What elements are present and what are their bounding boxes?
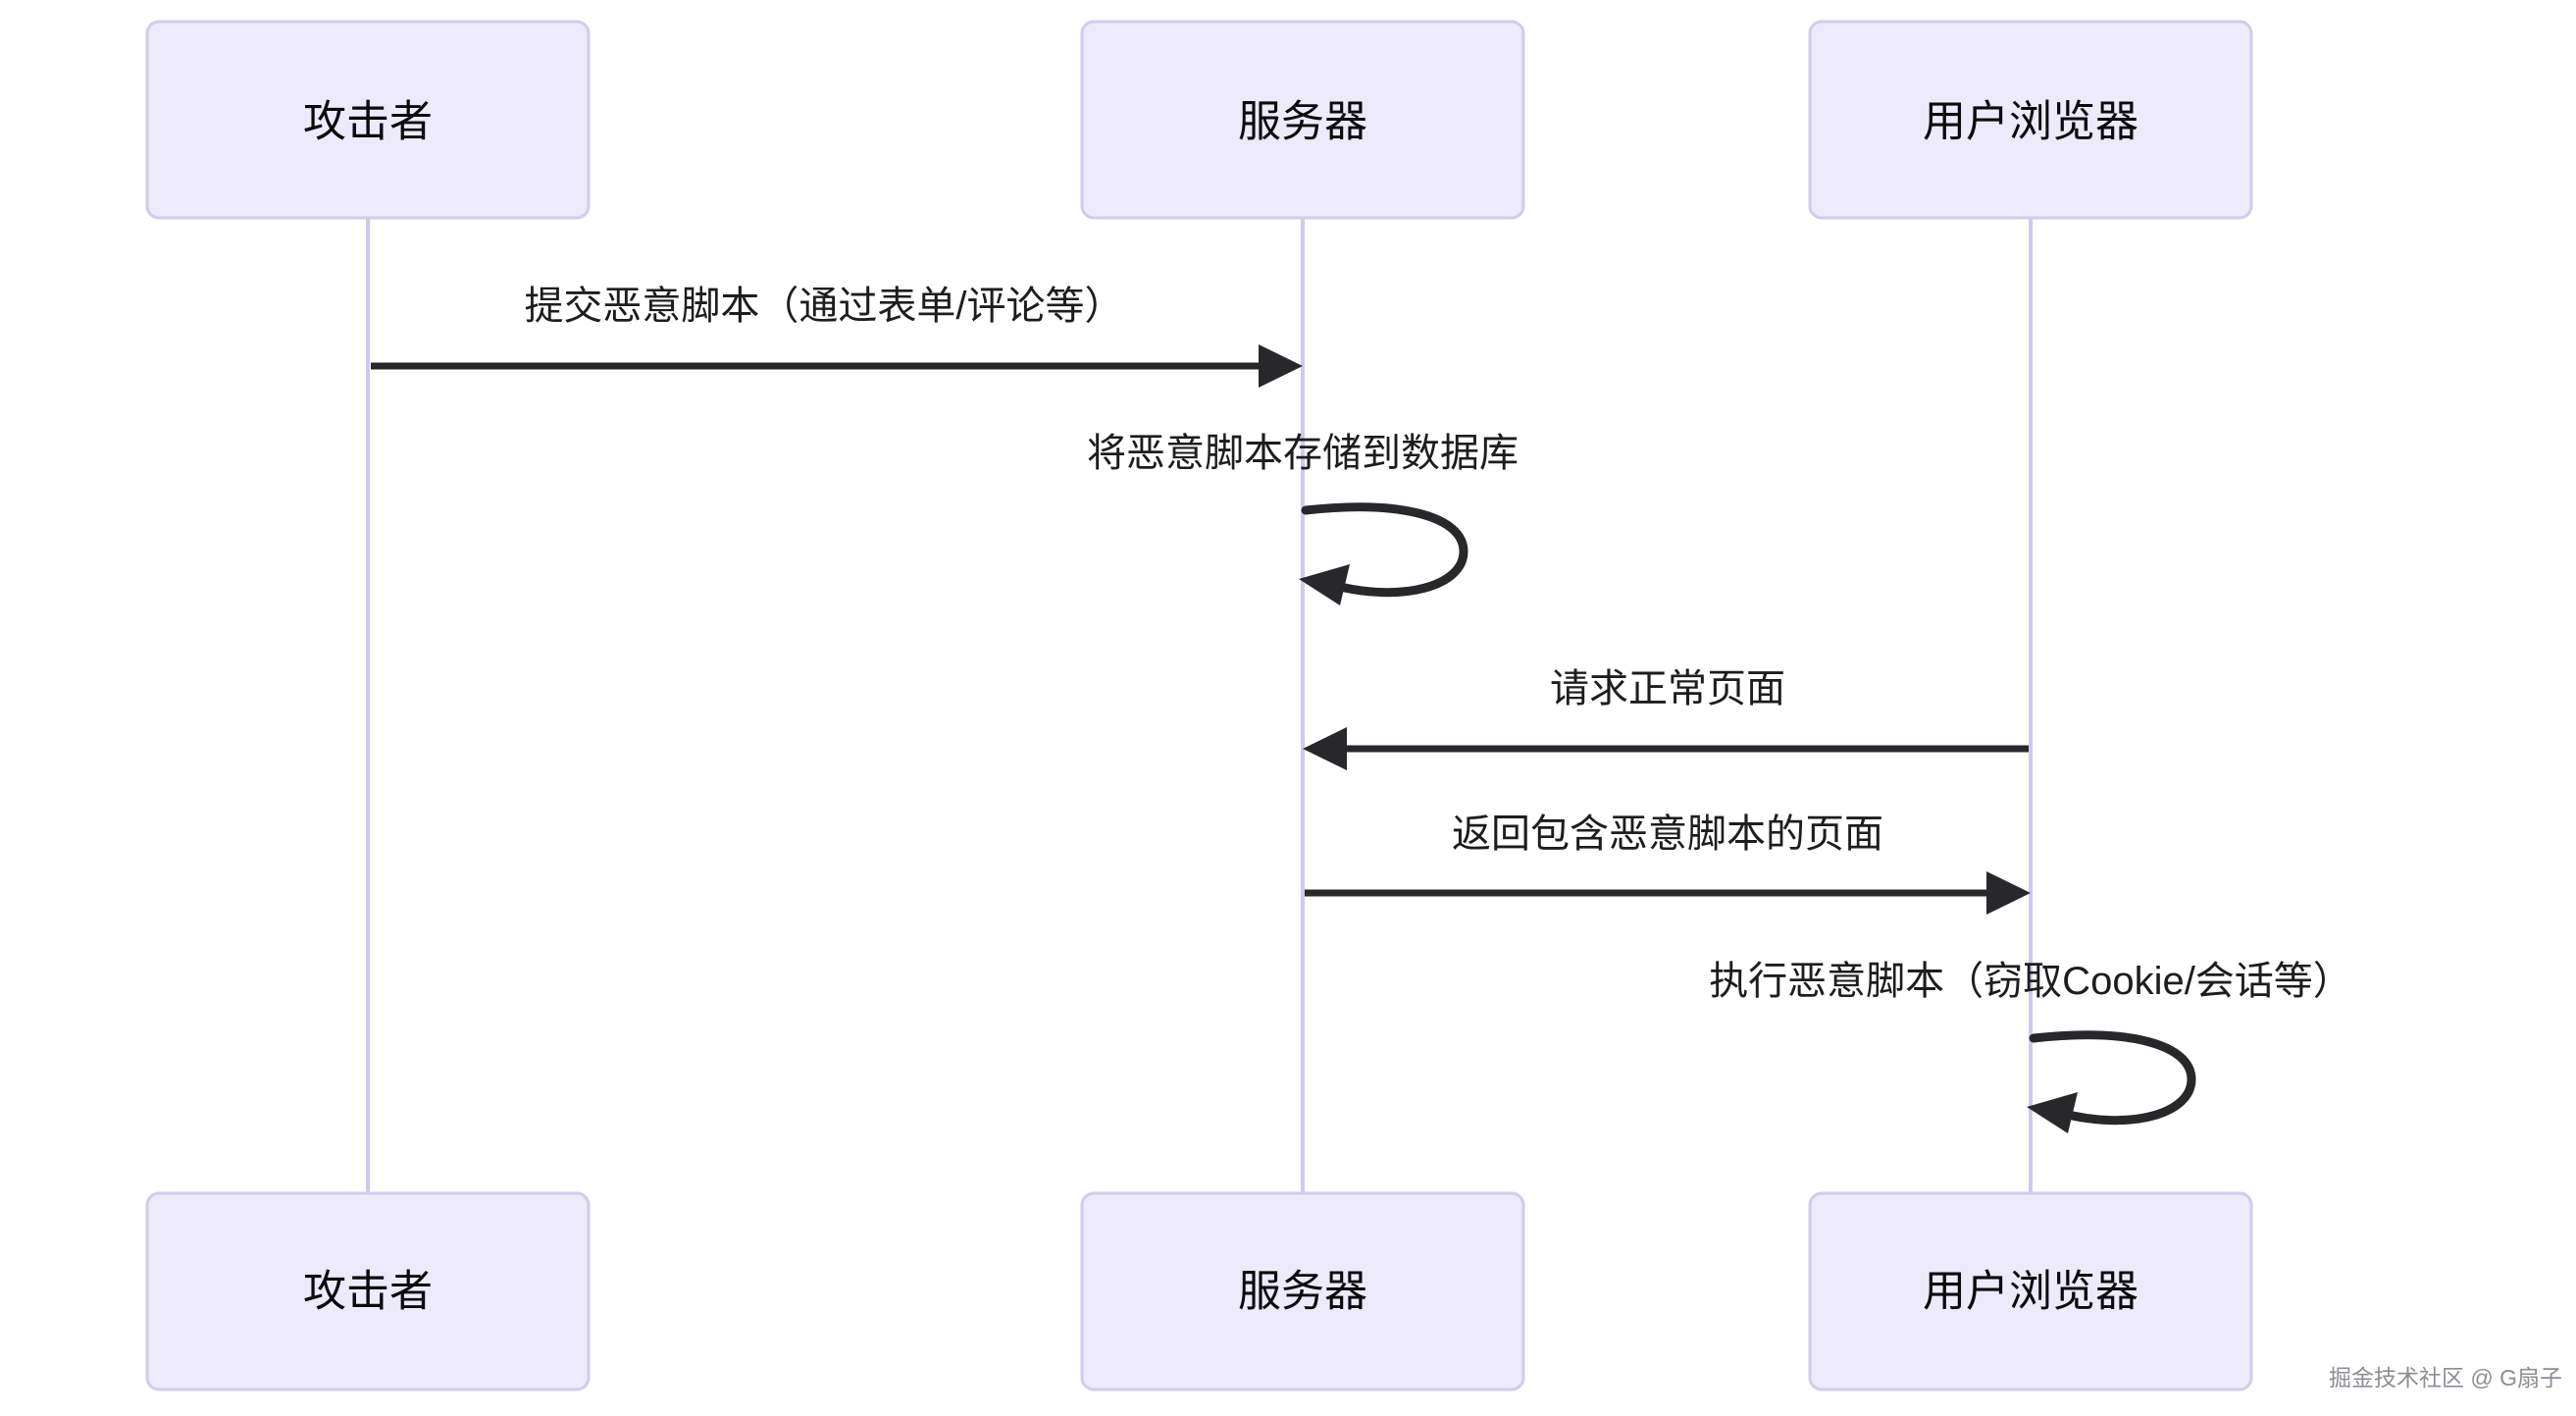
actor-label-attacker-top: 攻击者 xyxy=(303,98,433,146)
actor-box-attacker-bottom[interactable]: 攻击者 xyxy=(145,1191,591,1391)
actor-box-rect xyxy=(1080,1191,1525,1391)
message-4-arrowhead-right xyxy=(1986,871,2031,915)
actor-box-browser-top[interactable]: 用户浏览器 xyxy=(1808,20,2253,220)
message-2-label: 将恶意脚本存储到数据库 xyxy=(1087,432,1519,475)
actor-box-server-bottom[interactable]: 服务器 xyxy=(1080,1191,1525,1391)
lifelines-group xyxy=(366,218,2033,1195)
message-4-return-page-with-script[interactable]: 返回包含恶意脚本的页面 xyxy=(1305,813,2031,915)
message-3-arrowhead-left xyxy=(1303,727,1347,770)
actor-box-rect xyxy=(1080,20,1525,220)
actor-boxes-bottom: 攻击者 服务器 用户浏览器 xyxy=(145,1191,2253,1391)
message-5-self-loop-path xyxy=(2029,1030,2196,1126)
message-1-label: 提交恶意脚本（通过表单/评论等） xyxy=(524,285,1123,328)
message-3-request-normal-page[interactable]: 请求正常页面 xyxy=(1303,667,2029,770)
message-2-arrowhead-left xyxy=(1299,564,1350,605)
actor-box-attacker-top[interactable]: 攻击者 xyxy=(145,20,591,220)
actor-label-attacker-bottom: 攻击者 xyxy=(303,1268,433,1316)
actor-box-rect xyxy=(1808,20,2253,220)
actor-box-rect xyxy=(1808,1191,2253,1391)
actor-box-browser-bottom[interactable]: 用户浏览器 xyxy=(1808,1191,2253,1391)
actor-box-rect xyxy=(145,1191,591,1391)
message-2-self-loop-path xyxy=(1301,502,1468,598)
message-5-arrowhead-left xyxy=(2027,1092,2078,1133)
actor-box-server-top[interactable]: 服务器 xyxy=(1080,20,1525,220)
actor-label-server-bottom: 服务器 xyxy=(1238,1268,1367,1316)
actor-boxes-top: 攻击者 服务器 用户浏览器 xyxy=(145,20,2253,220)
message-1-arrowhead-right xyxy=(1259,344,1303,388)
actor-label-browser-top: 用户浏览器 xyxy=(1923,98,2138,146)
watermark-label: 掘金技术社区 @ G扇子 xyxy=(2329,1365,2562,1390)
actor-label-browser-bottom: 用户浏览器 xyxy=(1923,1268,2138,1316)
message-3-label: 请求正常页面 xyxy=(1550,667,1785,710)
message-1-submit-malicious-script[interactable]: 提交恶意脚本（通过表单/评论等） xyxy=(371,285,1303,388)
message-4-label: 返回包含恶意脚本的页面 xyxy=(1452,813,1883,856)
actor-box-rect xyxy=(145,20,591,220)
message-5-label: 执行恶意脚本（窃取Cookie/会话等） xyxy=(1709,960,2352,1003)
message-5-execute-malicious-script[interactable]: 执行恶意脚本（窃取Cookie/会话等） xyxy=(1709,960,2352,1133)
message-2-store-script-to-db[interactable]: 将恶意脚本存储到数据库 xyxy=(1087,432,1519,605)
actor-label-server-top: 服务器 xyxy=(1238,98,1367,146)
